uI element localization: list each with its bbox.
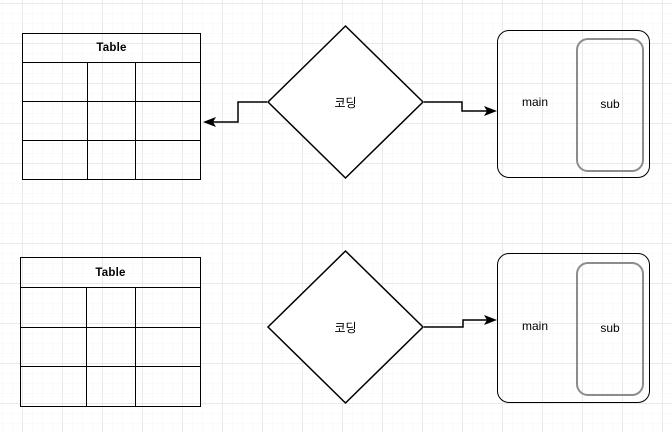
table-cell <box>21 367 88 407</box>
table-shape-bottom[interactable]: Table <box>20 257 201 407</box>
connector-top-decision-to-table[interactable] <box>203 101 267 127</box>
diamond-outline-icon <box>266 24 425 180</box>
module-main-label-bottom: main <box>522 319 549 333</box>
decision-diamond-top[interactable]: 코딩 <box>266 24 425 180</box>
table-cell <box>88 141 137 179</box>
arrowhead-right-icon <box>484 315 497 325</box>
module-sub-label-bottom: sub <box>600 321 620 335</box>
table-cell <box>136 63 200 101</box>
table-cell <box>88 102 137 140</box>
module-box-top[interactable]: main sub <box>497 30 650 178</box>
decision-label-bottom: 코딩 <box>334 320 357 335</box>
table-cell <box>136 328 200 367</box>
table-cell <box>88 63 137 101</box>
table-row <box>21 367 200 407</box>
table-cell <box>23 63 89 101</box>
arrowhead-left-icon <box>203 117 216 127</box>
decision-label-top: 코딩 <box>334 95 357 110</box>
table-row <box>21 288 200 328</box>
table-cell <box>87 327 136 367</box>
table-body-top <box>23 63 200 179</box>
table-row <box>23 63 200 102</box>
table-cell <box>87 288 136 327</box>
table-cell <box>23 102 89 140</box>
module-sub-label-top: sub <box>600 97 620 111</box>
table-cell <box>136 141 200 179</box>
decision-diamond-bottom[interactable]: 코딩 <box>266 249 425 405</box>
module-box-bottom[interactable]: main sub <box>497 253 650 403</box>
table-cell <box>21 327 88 367</box>
table-header-top: Table <box>23 34 200 63</box>
table-cell <box>136 102 200 140</box>
module-main-label-top: main <box>522 95 549 109</box>
module-sub-box-bottom[interactable]: sub <box>576 262 644 396</box>
module-sub-box-top[interactable]: sub <box>576 38 644 172</box>
table-row <box>23 102 200 141</box>
table-header-bottom: Table <box>21 258 200 288</box>
table-shape-top[interactable]: Table <box>22 33 201 180</box>
table-cell <box>136 367 200 406</box>
table-body-bottom <box>21 288 200 407</box>
connector-bottom-decision-to-module[interactable] <box>424 315 497 328</box>
connector-top-decision-to-module[interactable] <box>424 101 497 116</box>
arrowhead-right-icon <box>484 106 497 116</box>
table-row <box>21 327 200 368</box>
table-cell <box>21 288 88 327</box>
table-cell <box>23 141 89 179</box>
table-cell <box>136 288 200 327</box>
table-row <box>23 141 200 179</box>
table-cell <box>87 367 136 407</box>
diamond-outline-icon <box>266 249 425 405</box>
